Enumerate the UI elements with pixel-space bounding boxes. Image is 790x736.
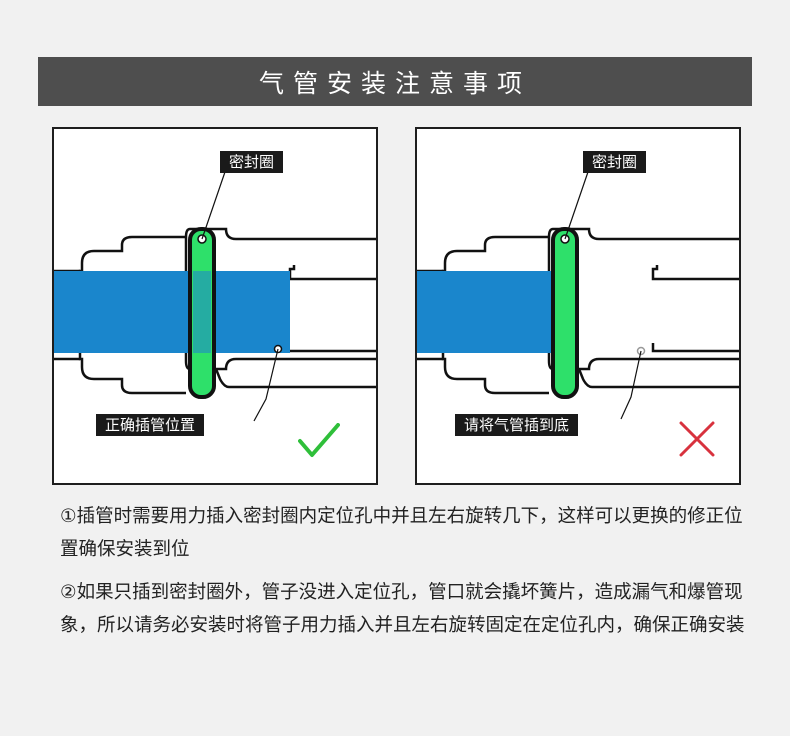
position-label: 正确插管位置 xyxy=(96,414,205,436)
position-label: 请将气管插到底 xyxy=(455,414,579,436)
fitting-cross-section xyxy=(54,168,376,422)
note-1: ①插管时需要用力插入密封圈内定位孔中并且左右旋转几下，这样可以更换的修正位置确保… xyxy=(60,506,743,560)
seal-label: 密封圈 xyxy=(583,151,647,173)
air-tube xyxy=(417,271,551,353)
cross-icon xyxy=(679,421,715,457)
correct-installation-diagram: 密封圈 正确插管位置 xyxy=(52,127,378,485)
seal-ring xyxy=(551,227,579,399)
page-title: 气管安装注意事项 xyxy=(38,57,752,106)
check-icon xyxy=(298,423,340,457)
fitting-bottom-edge xyxy=(577,368,739,389)
installation-notes: ①插管时需要用力插入密封圈内定位孔中并且左右旋转几下，这样可以更换的修正位置确保… xyxy=(60,500,750,652)
seal-overlap xyxy=(193,271,211,353)
fitting-bore xyxy=(288,265,376,353)
seal-label: 密封圈 xyxy=(220,151,284,173)
fitting-bore xyxy=(651,265,739,353)
fitting-cross-section xyxy=(417,168,739,420)
incorrect-installation-diagram: 密封圈 请将气管插到底 xyxy=(415,127,741,485)
fitting-bottom-edge xyxy=(214,368,376,389)
note-2: ②如果只插到密封圈外，管子没进入定位孔，管口就会撬坏簧片，造成漏气和爆管现象，所… xyxy=(60,582,745,636)
air-tube xyxy=(54,271,290,353)
